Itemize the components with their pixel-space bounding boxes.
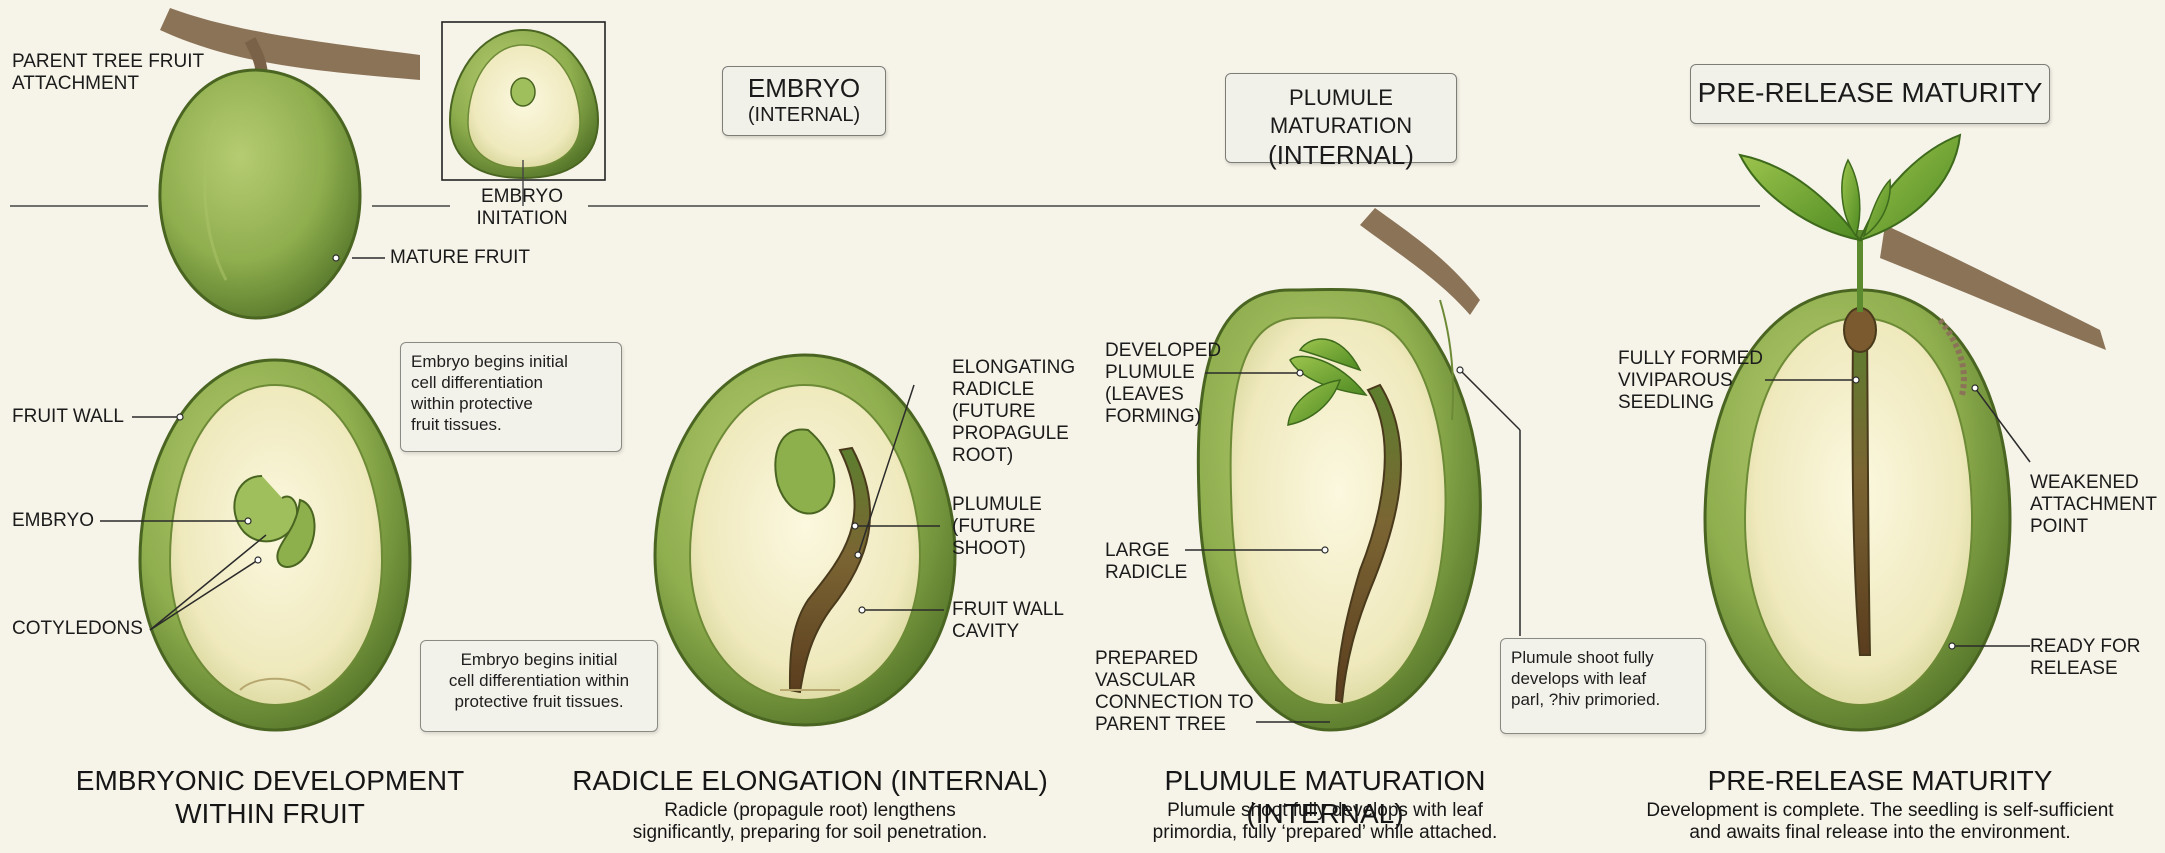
- header-plumule-maturation: PLUMULE MATURATION (INTERNAL): [1225, 73, 1457, 163]
- label-fully-formed-seedling: FULLY FORMED VIVIPAROUS SEEDLING: [1618, 348, 1763, 414]
- label-embryo-initiation: EMBRYO INITATION: [462, 186, 582, 230]
- title-stage1: EMBRYONIC DEVELOPMENT WITHIN FRUIT: [60, 764, 480, 830]
- title-stage2: RADICLE ELONGATION (INTERNAL): [560, 764, 1060, 797]
- label-vascular-connection: PREPARED VASCULAR CONNECTION TO PARENT T…: [1095, 648, 1254, 736]
- label-large-radicle: LARGE RADICLE: [1105, 540, 1187, 584]
- note-stage1-bottom: Embryo begins initial cell differentiati…: [420, 640, 658, 732]
- label-elongating-radicle: ELONGATING RADICLE (FUTURE PROPAGULE ROO…: [952, 357, 1075, 467]
- label-ready-for-release: READY FOR RELEASE: [2030, 636, 2141, 680]
- note-stage3: Plumule shoot fully develops with leaf p…: [1500, 638, 1706, 734]
- header-embryo-title: EMBRYO: [723, 73, 885, 103]
- embryo-initiation-inset: [442, 22, 605, 206]
- stage2-fruit-illustration: [655, 355, 955, 725]
- title-stage4: PRE-RELEASE MATURITY: [1620, 764, 2140, 797]
- label-fruit-wall: FRUIT WALL: [12, 406, 124, 428]
- desc-stage3: Plumule shoot fully develops with leaf p…: [1090, 800, 1560, 844]
- label-plumule: PLUMULE (FUTURE SHOOT): [952, 494, 1042, 560]
- header-pre-release: PRE-RELEASE MATURITY: [1690, 64, 2050, 124]
- header-embryo-sub: (INTERNAL): [723, 103, 885, 127]
- label-weakened-attachment: WEAKENED ATTACHMENT POINT: [2030, 472, 2157, 538]
- header-prerelease-title: PRE-RELEASE MATURITY: [1691, 77, 2049, 109]
- header-plumule-title: PLUMULE MATURATION: [1226, 84, 1456, 140]
- desc-stage4: Development is complete. The seedling is…: [1600, 800, 2160, 844]
- desc-stage2: Radicle (propagule root) lengthens signi…: [560, 800, 1060, 844]
- header-embryo-internal: EMBRYO (INTERNAL): [722, 66, 886, 136]
- label-developed-plumule: DEVELOPED PLUMULE (LEAVES FORMING): [1105, 340, 1221, 428]
- label-fruit-wall-cavity: FRUIT WALL CAVITY: [952, 599, 1064, 643]
- label-parent-attachment: PARENT TREE FRUIT ATTACHMENT: [12, 51, 204, 95]
- header-plumule-sub: (INTERNAL): [1226, 140, 1456, 170]
- leader-dots: [177, 255, 1978, 649]
- note-stage1-top: Embryo begins initial cell differentiati…: [400, 342, 622, 452]
- label-mature-fruit: MATURE FRUIT: [390, 247, 530, 269]
- label-embryo: EMBRYO: [12, 510, 94, 532]
- label-cotyledons: COTYLEDONS: [12, 618, 143, 640]
